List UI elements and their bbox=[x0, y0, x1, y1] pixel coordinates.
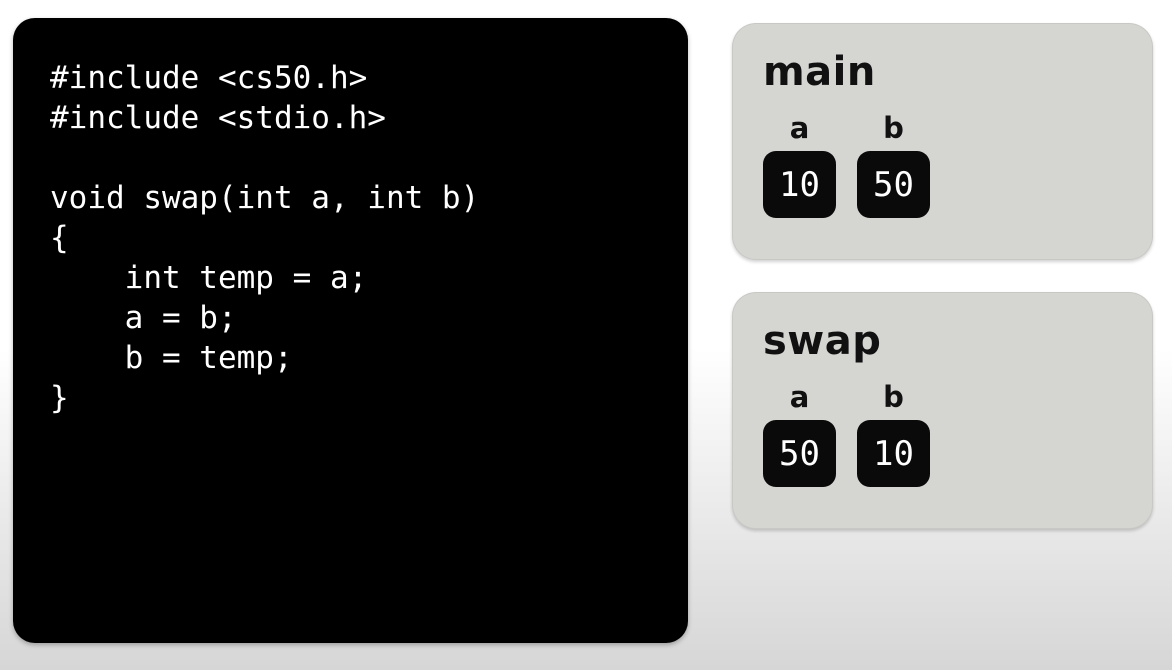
variable-label: a bbox=[789, 380, 810, 414]
stack-frame-swap: swap a 50 b 10 bbox=[732, 292, 1153, 529]
variable-a: a 10 bbox=[763, 112, 836, 218]
variable-label: b bbox=[883, 380, 904, 414]
variable-label: a bbox=[789, 111, 810, 145]
variable-value: 10 bbox=[873, 433, 914, 474]
code-line: #include <stdio.h> bbox=[50, 100, 386, 136]
variable-a: a 50 bbox=[763, 381, 836, 487]
code-line: int temp = a; bbox=[50, 260, 368, 296]
code-line: b = temp; bbox=[50, 340, 293, 376]
variable-label: b bbox=[883, 111, 904, 145]
variable-value-box: 50 bbox=[763, 420, 836, 487]
code-line: { bbox=[50, 220, 69, 256]
code-line: #include <cs50.h> bbox=[50, 60, 368, 96]
variable-b: b 50 bbox=[857, 112, 930, 218]
variable-b: b 10 bbox=[857, 381, 930, 487]
code-line: a = b; bbox=[50, 300, 237, 336]
variable-value: 50 bbox=[873, 164, 914, 205]
code-panel: #include <cs50.h> #include <stdio.h> voi… bbox=[13, 18, 688, 643]
variables-row: a 10 b 50 bbox=[763, 112, 1124, 218]
stack-frame-main: main a 10 b 50 bbox=[732, 23, 1153, 260]
frame-title: swap bbox=[763, 318, 882, 364]
variable-value-box: 50 bbox=[857, 151, 930, 218]
variable-value-box: 10 bbox=[763, 151, 836, 218]
code-line: void swap(int a, int b) bbox=[50, 180, 480, 216]
code-line: } bbox=[50, 380, 69, 416]
variable-value: 10 bbox=[779, 164, 820, 205]
variable-value-box: 10 bbox=[857, 420, 930, 487]
variable-value: 50 bbox=[779, 433, 820, 474]
code-line bbox=[50, 138, 664, 178]
frame-title: main bbox=[763, 49, 876, 95]
variables-row: a 50 b 10 bbox=[763, 381, 1124, 487]
